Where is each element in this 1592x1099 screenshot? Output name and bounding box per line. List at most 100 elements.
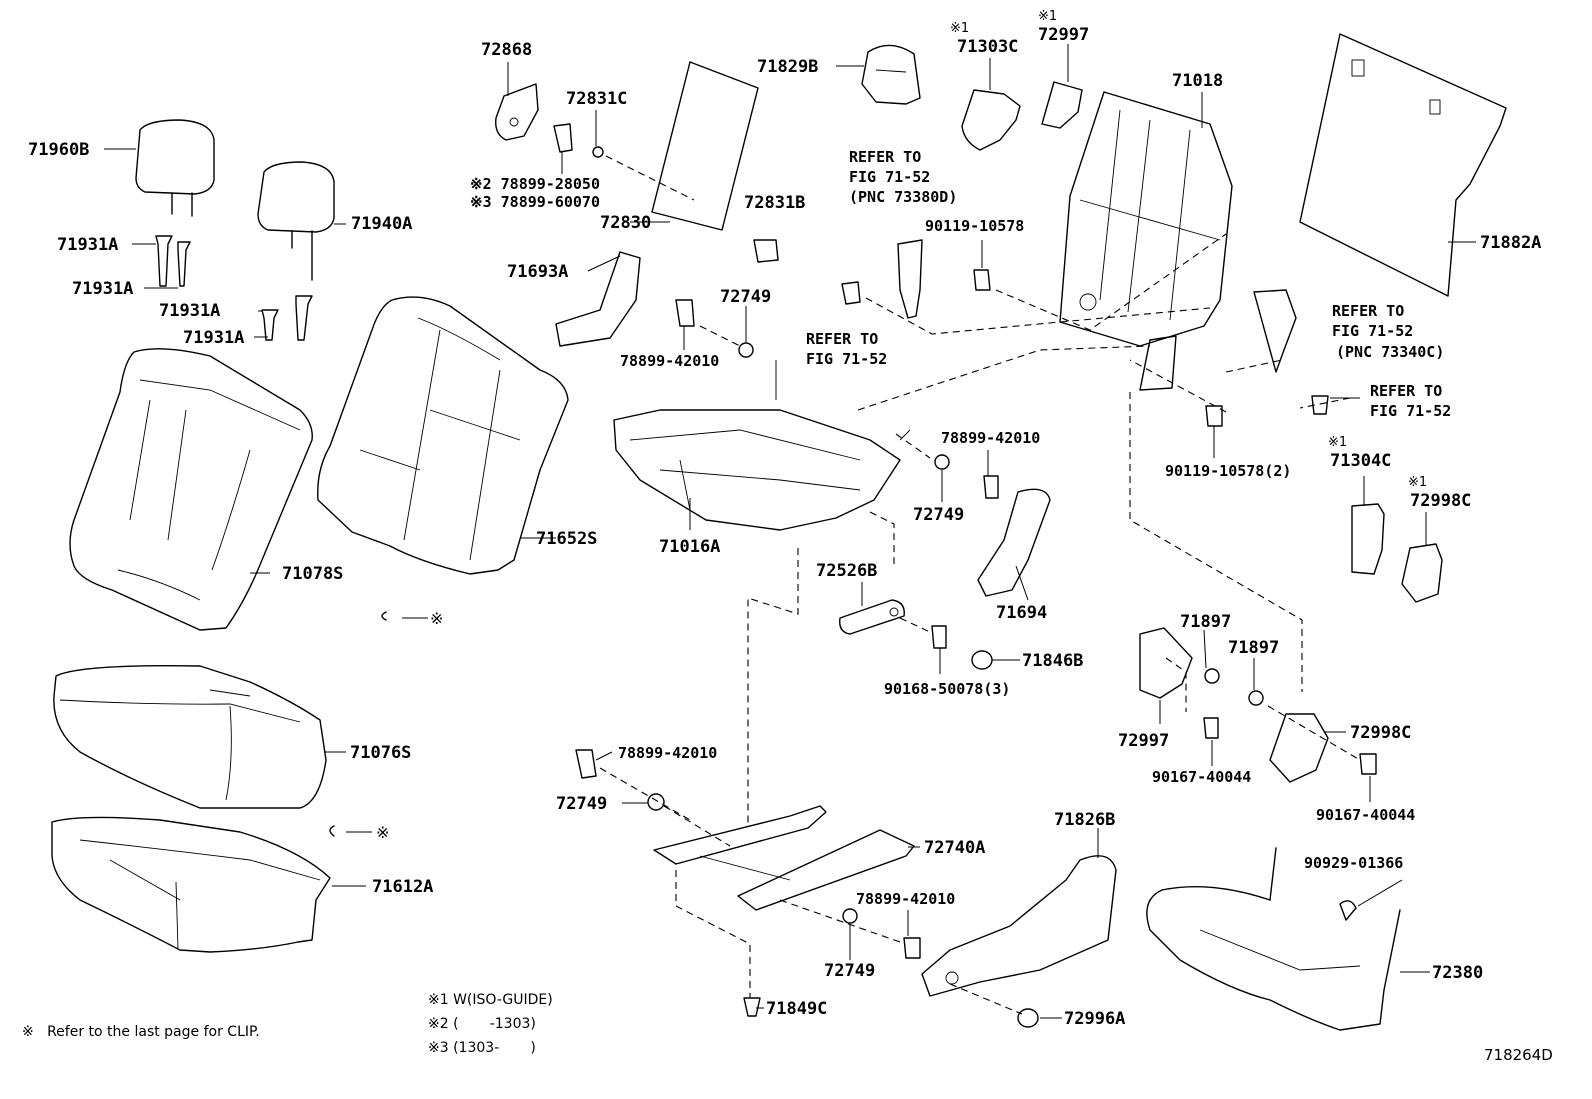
part-label-72749-a: 72749: [720, 287, 771, 307]
refer-pnc-73340c: (PNC 73340C): [1336, 343, 1444, 361]
refer-label-4: REFER TO: [1370, 382, 1442, 400]
part-label-72831c: 72831C: [566, 89, 627, 109]
refer-fig-2: FIG 71-52: [806, 350, 887, 368]
refer-pnc-73380d: (PNC 73380D): [849, 188, 957, 206]
part-label-71612a: 71612A: [372, 877, 433, 897]
part-label-71303c: 71303C: [957, 37, 1018, 57]
part-label-71652s: 71652S: [536, 529, 597, 549]
part-label-71931a-3: 71931A: [159, 301, 220, 321]
part-label-71694: 71694: [996, 603, 1047, 623]
part-label-71940a: 71940A: [351, 214, 412, 234]
seatback-frame-71018-drawing: [1059, 91, 1233, 391]
part-label-78899-42010-d: 78899-42010: [856, 890, 955, 908]
part-label-72868: 72868: [481, 40, 532, 60]
footnotes: ※1 W(ISO-GUIDE) ※2 ( -1303) ※3 (1303- ) …: [22, 992, 1553, 1064]
part-label-71882a: 71882A: [1480, 233, 1541, 253]
callout-labels: 72868 72831C 71829B ※1 71303C ※1 72997 7…: [28, 9, 1541, 1029]
part-label-71078s: 71078S: [282, 564, 343, 584]
cover-71826b-drawing: [921, 855, 1117, 997]
part-label-78899-42010-c: 78899-42010: [618, 744, 717, 762]
part-label-78899-42010-a: 78899-42010: [620, 352, 719, 370]
cover-71829b-drawing: [861, 44, 921, 105]
seatback-cover-71078s-drawing: [69, 348, 313, 631]
part-label-71018: 71018: [1172, 71, 1223, 91]
cover-72998c-upper-drawing: [1401, 543, 1443, 603]
part-label-72998c-upper: 72998C: [1410, 491, 1471, 511]
part-label-71076s: 71076S: [350, 743, 411, 763]
part-label-78899-42010-b: 78899-42010: [941, 429, 1040, 447]
headrest-guides-drawing: [155, 235, 313, 341]
part-label-72749-c: 72749: [556, 794, 607, 814]
seat-belt-buckle-drawing: [897, 239, 923, 319]
cap-72996a-drawing: [1017, 1008, 1039, 1028]
part-label-71846b: 71846B: [1022, 651, 1083, 671]
note-mark-1-71304c: ※1: [1328, 435, 1347, 450]
clip-mark-seatback: ※: [430, 609, 443, 628]
cover-71303c-drawing: [961, 89, 1021, 151]
cap-71846b-drawing: [971, 650, 993, 670]
figure-code: 718264D: [1484, 1046, 1553, 1064]
rail-72740a-drawing: [653, 805, 915, 911]
part-label-71829b: 71829B: [757, 57, 818, 77]
side-cover-71693a-drawing: [555, 251, 641, 347]
part-label-71897-b: 71897: [1228, 638, 1279, 658]
part-label-90168-50078: 90168-50078(3): [884, 680, 1010, 698]
part-label-71897-a: 71897: [1180, 612, 1231, 632]
note-mark-1-72998c: ※1: [1408, 475, 1427, 490]
fasteners-drawing: [329, 269, 1377, 1017]
seat-frame-71016a-drawing: [613, 360, 911, 531]
footnote-3: ※3 (1303- ): [428, 1040, 536, 1056]
part-label-90167-40044-b: 90167-40044: [1316, 806, 1415, 824]
part-label-71826b: 71826B: [1054, 810, 1115, 830]
back-panel-71882a-drawing: [1299, 33, 1507, 297]
cover-72998c-lower-drawing: [1269, 713, 1329, 783]
refer-label-3: REFER TO: [1332, 302, 1404, 320]
side-shield-71694-drawing: [977, 488, 1051, 597]
back-board-72830-drawing: [651, 61, 759, 231]
part-label-72526b: 72526B: [816, 561, 877, 581]
part-label-71931a-1: 71931A: [57, 235, 118, 255]
part-label-71960b: 71960B: [28, 140, 89, 160]
part-label-71304c: 71304C: [1330, 451, 1391, 471]
part-label-78899-28050: ※2 78899-28050: [470, 175, 600, 193]
note-mark-1-71303c: ※1: [950, 21, 969, 36]
cable-72380-drawing: [1146, 847, 1401, 1031]
part-label-71931a-2: 71931A: [72, 279, 133, 299]
seat-cushion-pad-71612a-drawing: [51, 816, 331, 953]
part-label-90119-10578-2: 90119-10578(2): [1165, 462, 1291, 480]
part-label-71931a-4: 71931A: [183, 328, 244, 348]
part-label-90119-10578: 90119-10578: [925, 217, 1024, 235]
footnote-2: ※2 ( -1303): [428, 1016, 536, 1032]
part-label-72749-d: 72749: [824, 961, 875, 981]
part-drawings: [51, 33, 1507, 1031]
refer-fig-4: FIG 71-52: [1370, 402, 1451, 420]
part-label-90929-01366: 90929-01366: [1304, 854, 1403, 872]
clip-90929-01366-drawing: [1339, 900, 1357, 921]
part-label-72831b: 72831B: [744, 193, 805, 213]
cover-71304c-drawing: [1351, 503, 1385, 575]
seatback-pad-71652s-drawing: [317, 296, 569, 575]
part-label-72997-lower: 72997: [1118, 731, 1169, 751]
note-mark-1-72997: ※1: [1038, 9, 1057, 24]
footnote-clip: ※ Refer to the last page for CLIP.: [22, 1024, 260, 1040]
clip-mark-cushion: ※: [376, 823, 389, 842]
dashed-assembly-lines: [599, 155, 1361, 1015]
headrest-71960b-drawing: [135, 119, 215, 217]
bracket-72868-drawing: [495, 83, 539, 141]
part-label-72998c-lower: 72998C: [1350, 723, 1411, 743]
bolt-72831c-drawing: [553, 123, 779, 263]
refer-label-2: REFER TO: [806, 330, 878, 348]
refer-label-1: REFER TO: [849, 148, 921, 166]
seat-cushion-cover-71076s-drawing: [53, 665, 327, 809]
part-label-72830: 72830: [600, 213, 651, 233]
part-label-78899-60070: ※3 78899-60070: [470, 193, 600, 211]
part-label-72380: 72380: [1432, 963, 1483, 983]
part-label-71849c: 71849C: [766, 999, 827, 1019]
part-label-72740a: 72740A: [924, 838, 985, 858]
cover-72997-lower-drawing: [1139, 627, 1193, 699]
part-label-71693a: 71693A: [507, 262, 568, 282]
footnote-1: ※1 W(ISO-GUIDE): [428, 992, 553, 1008]
refer-fig-1: FIG 71-52: [849, 168, 930, 186]
refer-fig-3: FIG 71-52: [1332, 322, 1413, 340]
